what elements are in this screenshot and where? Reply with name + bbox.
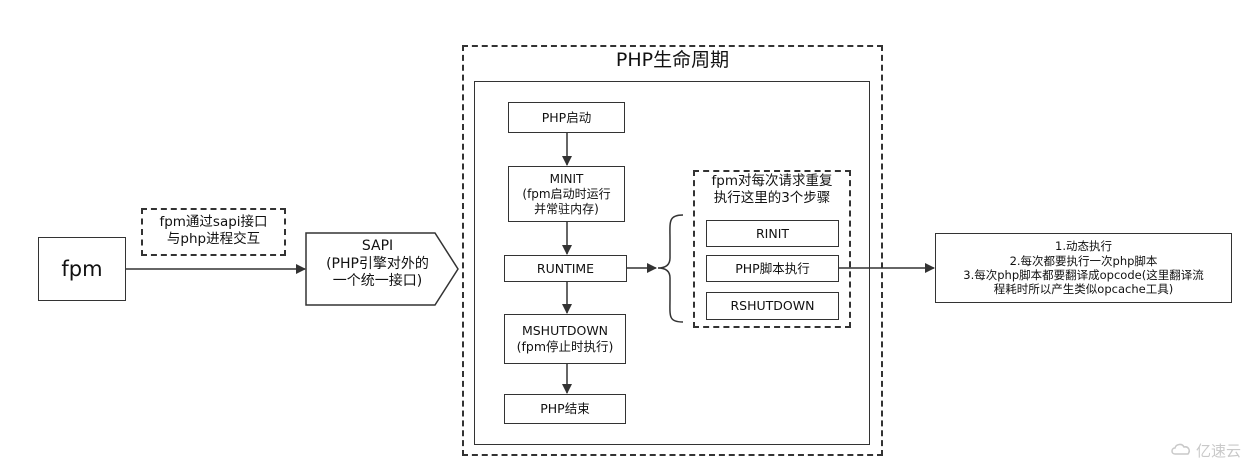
minit-line1: MINIT xyxy=(549,171,584,186)
lifecycle-container xyxy=(462,45,883,456)
exec-notes-line3: 3.每次php脚本都要翻译成opcode(这里翻译流 xyxy=(963,268,1204,282)
php-end-box: PHP结束 xyxy=(504,394,626,424)
mshutdown-box: MSHUTDOWN (fpm停止时执行) xyxy=(504,314,626,364)
php-script-exec-box: PHP脚本执行 xyxy=(706,255,839,282)
per-request-title-line1: fpm对每次请求重复 xyxy=(711,173,833,189)
exec-notes-line4: 程耗时所以产生类似opcache工具) xyxy=(993,282,1174,297)
sapi-label: SAPI (PHP引擎对外的 一个统一接口) xyxy=(310,238,445,291)
mshutdown-line2: (fpm停止时执行) xyxy=(516,339,614,354)
runtime-label: RUNTIME xyxy=(536,260,595,276)
lifecycle-inner-box xyxy=(474,81,870,445)
curly-brace xyxy=(657,214,684,323)
sapi-line1: SAPI xyxy=(361,238,394,254)
exec-notes-line1: 1.动态执行 xyxy=(1055,239,1112,254)
exec-notes-box: 1.动态执行 2.每次都要执行一次php脚本 3.每次php脚本都要翻译成opc… xyxy=(935,233,1232,303)
minit-line2: (fpm启动时运行 xyxy=(522,186,611,201)
sapi-shape xyxy=(305,232,459,306)
rinit-box: RINIT xyxy=(706,220,839,247)
rshutdown-box: RSHUTDOWN xyxy=(706,292,839,320)
minit-box: MINIT (fpm启动时运行 并常驻内存) xyxy=(508,166,625,222)
sapi-note-line1: fpm通过sapi接口 xyxy=(159,214,268,230)
per-request-group xyxy=(693,170,851,328)
rinit-label: RINIT xyxy=(755,225,790,241)
fpm-box: fpm xyxy=(38,237,126,301)
sapi-line2: (PHP引擎对外的 xyxy=(326,255,429,272)
lifecycle-title: PHP生命周期 xyxy=(615,49,730,71)
per-request-title: fpm对每次请求重复 执行这里的3个步骤 xyxy=(693,173,851,207)
mshutdown-line1: MSHUTDOWN xyxy=(521,323,609,339)
php-script-exec-label: PHP脚本执行 xyxy=(735,260,810,276)
watermark: 亿速云 xyxy=(1170,440,1241,461)
php-start-box: PHP启动 xyxy=(508,102,625,133)
cloud-logo-icon xyxy=(1170,441,1192,461)
runtime-box: RUNTIME xyxy=(504,255,627,282)
rshutdown-label: RSHUTDOWN xyxy=(730,298,815,314)
php-start-label: PHP启动 xyxy=(541,109,592,125)
php-end-label: PHP结束 xyxy=(540,401,590,417)
sapi-line3: 一个统一接口) xyxy=(332,273,423,289)
minit-line3: 并常驻内存) xyxy=(534,201,599,216)
fpm-label: fpm xyxy=(61,256,103,281)
sapi-note-box: fpm通过sapi接口 与php进程交互 xyxy=(141,208,286,256)
exec-notes-line2: 2.每次都要执行一次php脚本 xyxy=(1009,253,1158,268)
sapi-note-line2: 与php进程交互 xyxy=(166,230,261,247)
per-request-title-line2: 执行这里的3个步骤 xyxy=(713,189,831,206)
watermark-text: 亿速云 xyxy=(1196,442,1242,460)
